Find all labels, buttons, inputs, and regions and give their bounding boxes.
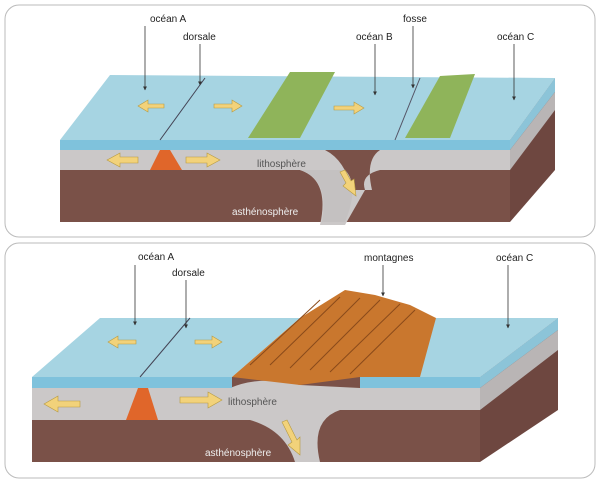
motion-arrows xyxy=(106,99,365,197)
label-ocean-b: océan B xyxy=(356,32,393,43)
panel-top: océan A dorsale océan B fosse océan C li… xyxy=(4,4,596,238)
water-front xyxy=(32,377,232,388)
panel-bottom: océan A dorsale montagnes océan C lithos… xyxy=(4,242,596,479)
trench-line xyxy=(394,77,421,141)
ridge-line xyxy=(159,77,206,141)
label-asthenosphere: asthénosphère xyxy=(232,207,299,218)
label-lithosphere: lithosphère xyxy=(228,397,277,408)
label-dorsale: dorsale xyxy=(183,32,216,43)
motion-arrows xyxy=(43,335,301,456)
ocean-surface xyxy=(32,318,300,377)
continent-strip xyxy=(248,72,335,138)
water-front xyxy=(60,140,510,150)
label-fosse: fosse xyxy=(403,14,427,25)
ridge-line xyxy=(139,317,191,378)
label-dorsale: dorsale xyxy=(172,268,205,279)
subducting-slab xyxy=(300,170,353,222)
magma xyxy=(150,150,182,170)
label-ocean-a: océan A xyxy=(150,14,186,25)
label-ocean-c: océan C xyxy=(496,253,533,264)
label-ocean-a: océan A xyxy=(138,252,174,263)
mountains xyxy=(232,290,436,385)
label-asthenosphere: asthénosphère xyxy=(205,448,272,459)
label-lithosphere: lithosphère xyxy=(257,159,306,170)
magma xyxy=(126,388,158,420)
continent-strip xyxy=(405,74,475,138)
label-montagnes: montagnes xyxy=(364,253,413,264)
label-ocean-c: océan C xyxy=(497,32,534,43)
